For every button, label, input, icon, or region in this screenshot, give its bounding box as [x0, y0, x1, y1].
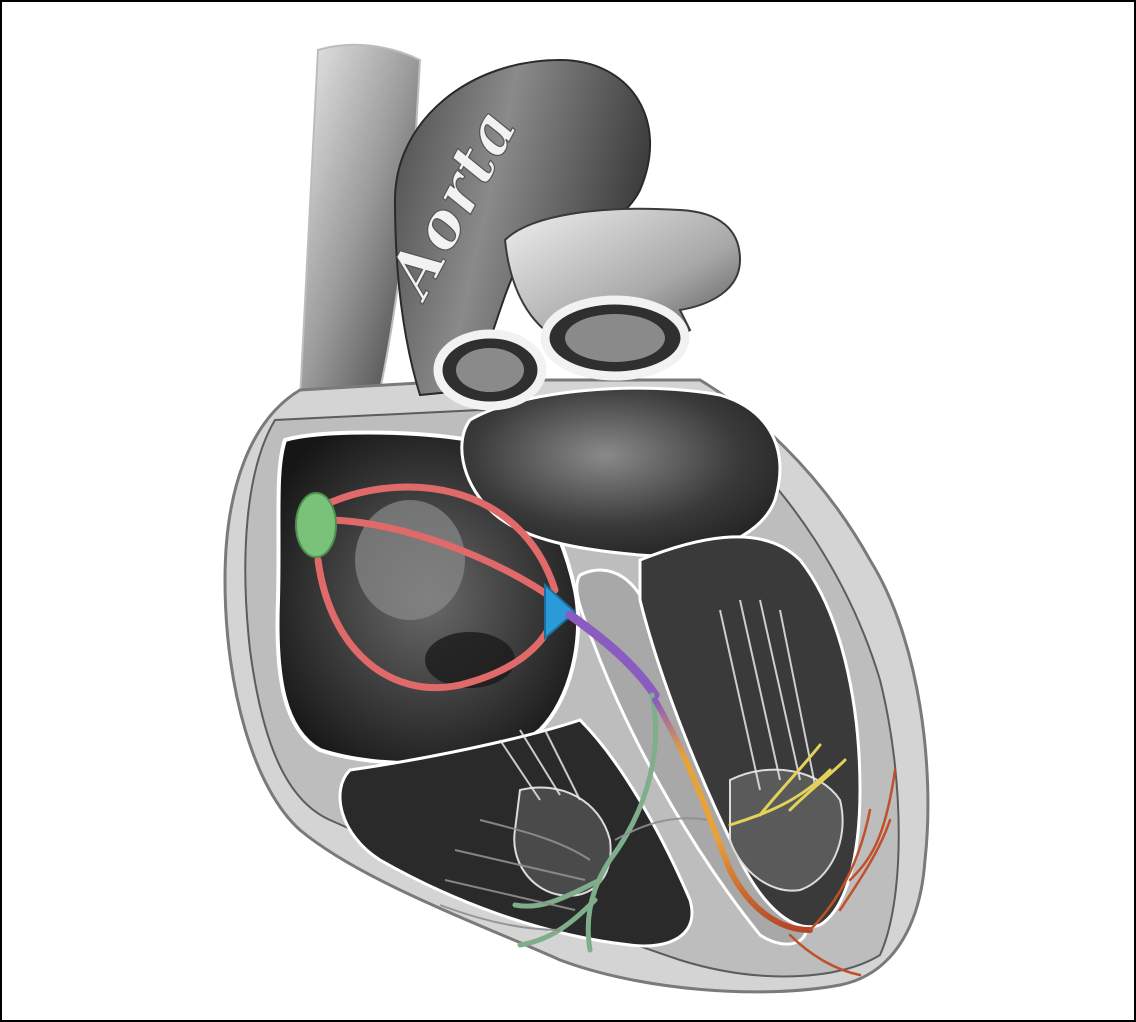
fossa-ovalis: [355, 500, 465, 620]
aortic-valve-ring-inner: [456, 348, 524, 392]
pulmonary-valve-ring-inner: [565, 314, 665, 362]
sa-node: [296, 493, 336, 557]
